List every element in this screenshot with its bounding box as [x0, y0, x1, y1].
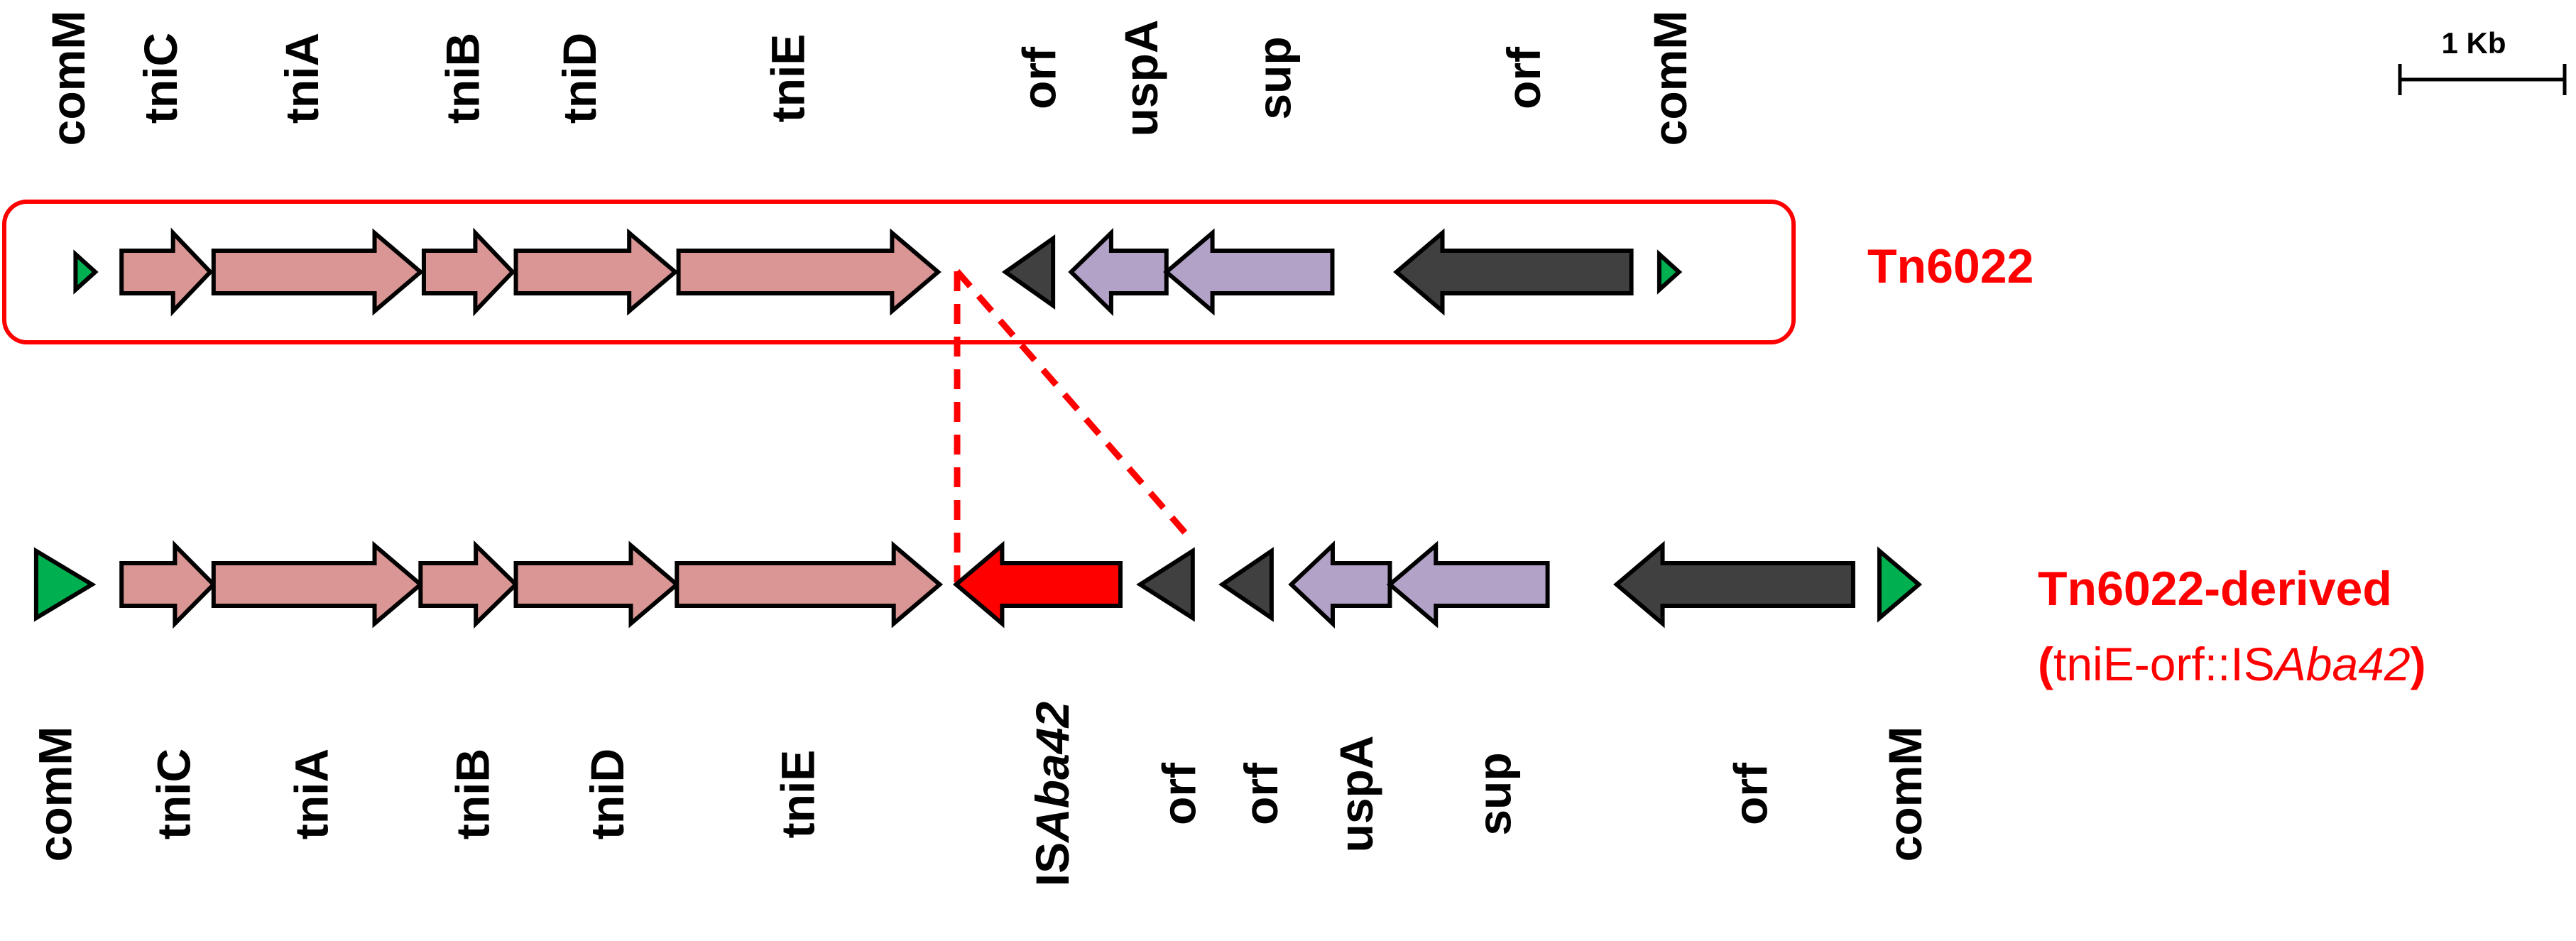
gene-tnib-arrow	[421, 227, 516, 317]
subtitle-open-paren: (	[2038, 638, 2053, 690]
gene-label-tnic: tniC	[147, 749, 200, 839]
subtitle-text: tniE-orf::IS	[2053, 638, 2275, 690]
gene-orf-arrow	[1613, 540, 1855, 629]
gene-tnie-arrow	[675, 540, 944, 629]
gene-orf-arrow	[1136, 547, 1195, 622]
gene-orf-arrow	[1001, 234, 1056, 310]
gene-label-tnia: tniA	[285, 749, 338, 839]
track-2-subtitle: (tniE-orf::ISAba42)	[2038, 638, 2426, 690]
gene-label-orf: orf	[1152, 762, 1205, 825]
gene-label-tnid: tniD	[553, 33, 606, 124]
gene-comm-arrow	[1877, 546, 1923, 623]
gene-label-sup: sup	[1468, 752, 1521, 835]
gene-comm-arrow	[1657, 249, 1683, 295]
gene-label-sup: sup	[1248, 36, 1301, 119]
gene-tnia-arrow	[211, 228, 424, 316]
gene-label-uspa: uspA	[1115, 20, 1167, 137]
gene-tnia-arrow	[211, 540, 424, 629]
gene-label-orf: orf	[1497, 46, 1550, 109]
gene-uspa-arrow	[1288, 540, 1392, 629]
subtitle-close-paren: )	[2411, 638, 2426, 690]
gene-label-orf: orf	[1013, 46, 1066, 109]
gene-tnid-arrow	[513, 228, 679, 316]
gene-label-tnia: tniA	[275, 33, 328, 124]
gene-label-isaba42: ISAba42	[1026, 701, 1079, 886]
gene-label-comm: comM	[42, 11, 94, 146]
track-2-title: Tn6022-derived	[2038, 562, 2392, 616]
gene-label-orf: orf	[1725, 762, 1777, 825]
gene-label-tnid: tniD	[581, 749, 633, 839]
gene-tnic-arrow	[119, 540, 217, 629]
gene-tnic-arrow	[119, 227, 214, 317]
tn6022-box	[2, 200, 1796, 344]
track-1-genes	[73, 227, 1683, 317]
gene-tnib-arrow	[418, 540, 519, 629]
gene-orf-arrow	[1218, 547, 1274, 622]
gene-label-tnib: tniB	[446, 749, 498, 839]
gene-label-tnie: tniE	[762, 34, 814, 123]
gene-comm-arrow	[73, 249, 99, 295]
gene-label-orf: orf	[1235, 762, 1287, 825]
insertion-lines	[954, 269, 1193, 582]
subtitle-italic: Aba42	[2272, 638, 2411, 690]
gene-uspa-arrow	[1068, 227, 1169, 317]
track-2-genes	[33, 540, 1923, 629]
gene-label-tnic: tniC	[134, 33, 187, 124]
gene-label-comm: comM	[29, 727, 82, 862]
gene-isaba42-arrow	[952, 540, 1123, 629]
scale-bar: 1 Kb	[2398, 26, 2567, 95]
gene-tnid-arrow	[513, 540, 680, 629]
gene-label-uspa: uspA	[1330, 736, 1382, 853]
gene-tnie-arrow	[676, 228, 942, 316]
gene-label-tnib: tniB	[437, 33, 489, 124]
gene-label-tnie: tniE	[772, 750, 824, 839]
gene-orf-arrow	[1393, 228, 1634, 316]
track-1-title: Tn6022	[1867, 239, 2034, 293]
scale-bar-label: 1 Kb	[2441, 26, 2506, 60]
gene-label-comm: comM	[1644, 11, 1696, 146]
gene-comm-arrow	[33, 547, 97, 622]
gene-sup-arrow	[1163, 228, 1335, 316]
gene-sup-arrow	[1386, 540, 1550, 629]
gene-label-comm: comM	[1879, 727, 1931, 862]
